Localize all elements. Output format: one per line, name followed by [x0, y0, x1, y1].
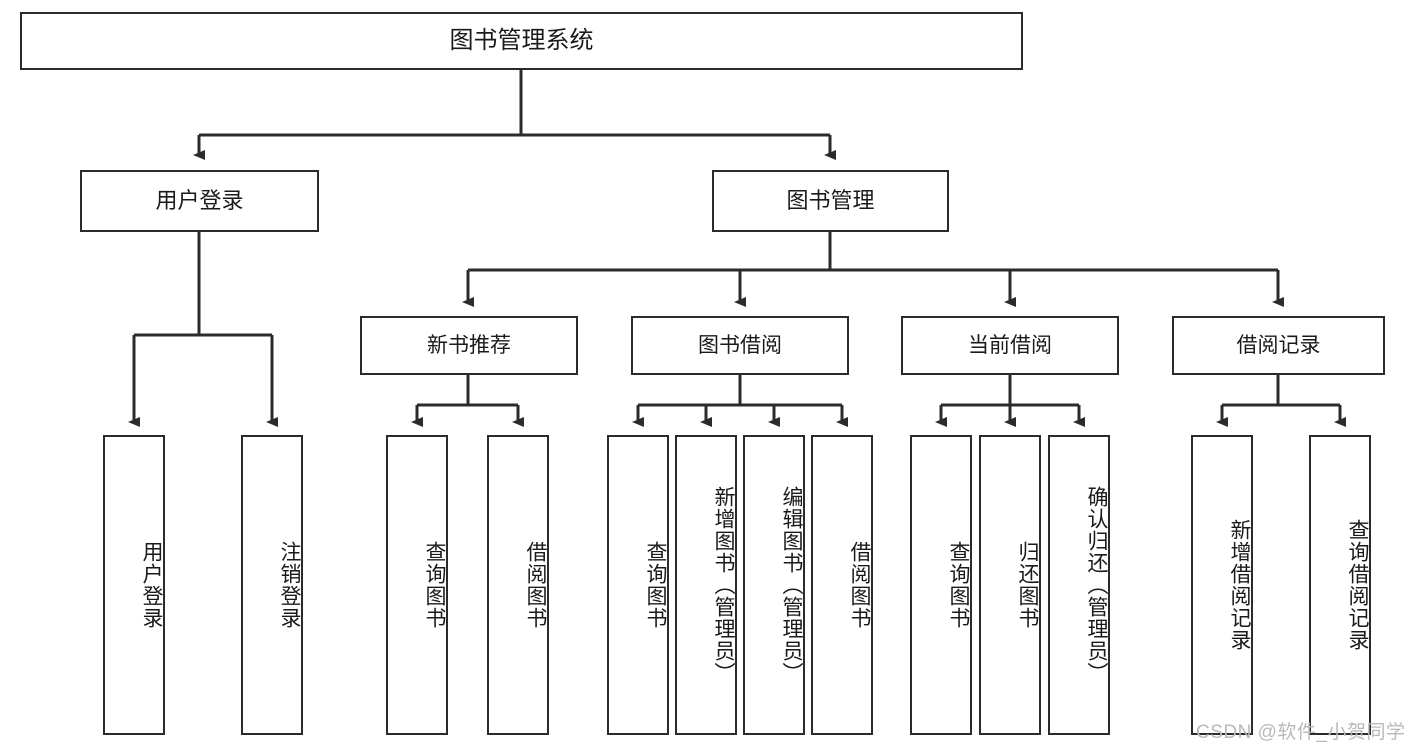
node-label: 新书推荐 — [427, 333, 511, 357]
node-label: 归还图书 — [1016, 541, 1039, 629]
node-new-book-recommend[interactable]: 新书推荐 — [360, 316, 578, 375]
leaf-edit-book-admin[interactable]: 编辑图书（管理员） — [743, 435, 805, 735]
node-label: 注销登录 — [278, 541, 301, 629]
leaf-logout-login[interactable]: 注销登录 — [241, 435, 303, 735]
node-label: 查询图书 — [947, 541, 970, 629]
node-root-system[interactable]: 图书管理系统 — [20, 12, 1023, 70]
leaf-query-book-recommend[interactable]: 查询图书 — [386, 435, 448, 735]
leaf-query-book-borrow[interactable]: 查询图书 — [607, 435, 669, 735]
node-label: 借阅图书 — [524, 541, 547, 629]
node-label: 当前借阅 — [968, 333, 1052, 357]
node-user-login[interactable]: 用户登录 — [80, 170, 319, 232]
leaf-add-borrow-record[interactable]: 新增借阅记录 — [1191, 435, 1253, 735]
node-label: 编辑图书（管理员） — [780, 486, 803, 684]
leaf-user-login[interactable]: 用户登录 — [103, 435, 165, 735]
node-current-borrow[interactable]: 当前借阅 — [901, 316, 1119, 375]
node-label: 图书借阅 — [698, 333, 782, 357]
node-label: 查询图书 — [644, 541, 667, 629]
node-book-management[interactable]: 图书管理 — [712, 170, 949, 232]
leaf-confirm-return-admin[interactable]: 确认归还（管理员） — [1048, 435, 1110, 735]
leaf-borrow-book-recommend[interactable]: 借阅图书 — [487, 435, 549, 735]
node-label: 查询借阅记录 — [1346, 519, 1369, 651]
leaf-query-borrow-record[interactable]: 查询借阅记录 — [1309, 435, 1371, 735]
leaf-return-book[interactable]: 归还图书 — [979, 435, 1041, 735]
leaf-query-book-current[interactable]: 查询图书 — [910, 435, 972, 735]
node-borrow-records[interactable]: 借阅记录 — [1172, 316, 1385, 375]
leaf-borrow-book[interactable]: 借阅图书 — [811, 435, 873, 735]
node-label: 用户登录 — [155, 187, 244, 213]
node-book-borrow[interactable]: 图书借阅 — [631, 316, 849, 375]
node-label: 新增借阅记录 — [1228, 519, 1251, 651]
node-label: 图书管理 — [786, 187, 875, 213]
node-label: 确认归还（管理员） — [1085, 486, 1108, 684]
leaf-add-book-admin[interactable]: 新增图书（管理员） — [675, 435, 737, 735]
node-label: 借阅记录 — [1236, 333, 1321, 357]
node-label: 用户登录 — [140, 541, 163, 629]
node-label: 借阅图书 — [848, 541, 871, 629]
node-label: 查询图书 — [423, 541, 446, 629]
watermark-csdn: CSDN @软件_小贺同学 — [1196, 722, 1405, 743]
node-label: 新增图书（管理员） — [712, 486, 735, 684]
node-label: 图书管理系统 — [449, 26, 594, 54]
